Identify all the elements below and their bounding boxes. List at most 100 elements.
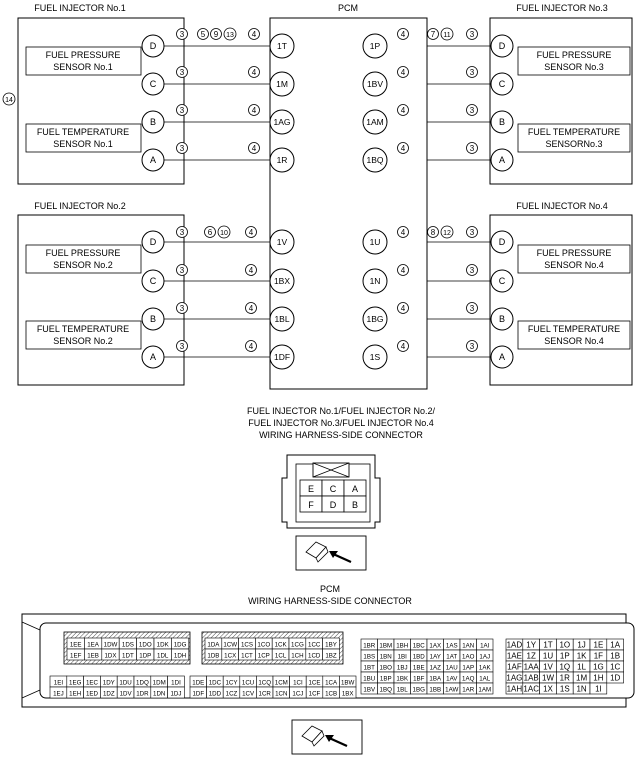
- pcm-pin-label: 1AG: [506, 674, 522, 683]
- injector-1-title: FUEL INJECTOR No.1: [34, 3, 126, 13]
- pcm-connector-lip: [21, 689, 41, 699]
- pcm-pin-1bl: 1BL: [274, 314, 289, 324]
- pcm-pin-label: 1AC: [523, 685, 539, 694]
- pcm-pin-label: 1AH: [507, 685, 523, 694]
- inj-1-pin-a: A: [150, 155, 156, 165]
- pcm-pin-label: 1K: [577, 652, 587, 661]
- mark-circle: [427, 226, 439, 238]
- pcm-pin-label: 1T: [543, 641, 552, 650]
- pressure-sensor-3-line2: SENSOR No.3: [544, 62, 604, 72]
- pcm-pin-1t: 1T: [277, 41, 287, 51]
- pcm-pin-1df-circle: [269, 344, 295, 370]
- inj-4-pin-b-circle: [490, 307, 514, 331]
- pcm-pin-label: 1F: [594, 652, 603, 661]
- inj-1-pin-d: D: [150, 41, 157, 51]
- pcm-pin-label: 1CE: [308, 680, 320, 687]
- pcm-pin-1ag-circle: [269, 109, 295, 135]
- pcm-pin-label: 1O: [559, 641, 570, 650]
- injector-4: FUEL INJECTOR No.4 FUEL PRESSURE SENSOR …: [362, 201, 633, 386]
- wire-num-circle: [397, 104, 409, 116]
- mark-circle: [210, 28, 222, 40]
- pressure-sensor-2-line1: FUEL PRESSURE: [46, 248, 121, 258]
- pcm-pin-label: 1CD: [308, 653, 321, 660]
- wire-num-pcm: 4: [252, 68, 257, 77]
- pcm-pin-label: 1CS: [241, 642, 253, 649]
- inj-conn-pin-c: C: [330, 484, 337, 494]
- mark-5: 5: [201, 30, 206, 39]
- inj-2-pin-d: D: [150, 237, 157, 247]
- pcm-pin-label: 1EG: [69, 680, 82, 687]
- pcm-pin-label: 1P: [560, 652, 570, 661]
- wire-num-inj: 3: [180, 228, 185, 237]
- wire-num-circle: [397, 340, 409, 352]
- pcm-pin-label: 1BS: [363, 654, 375, 661]
- pcm-pin-label: 1DK: [157, 642, 170, 649]
- inj-conn-pin-e: E: [308, 484, 314, 494]
- wire-num-inj: 3: [180, 68, 185, 77]
- pcm-pin-label: 1DR: [136, 691, 149, 698]
- inj-3-pin-c: C: [499, 79, 506, 89]
- wire-num-circle: [245, 302, 257, 314]
- pressure-sensor-1-line2: SENSOR No.1: [53, 62, 113, 72]
- wire-num-circle: [397, 66, 409, 78]
- pcm-pin-label: 1DW: [104, 642, 118, 649]
- wire-num-circle: [176, 66, 188, 78]
- wire-num-circle: [176, 142, 188, 154]
- pcm-pin-label: 1BK: [396, 676, 409, 683]
- pcm-pin-label: 1AT: [446, 654, 457, 661]
- pcm-pin-label: 1AI: [480, 643, 490, 650]
- pcm-pin-label: 1EA: [87, 642, 100, 649]
- pcm-pin-label: 1L: [577, 663, 586, 672]
- inj-2-pin-c: C: [150, 276, 157, 286]
- pcm-pin-label: 1BW: [341, 680, 355, 687]
- inj-conn-title-2: FUEL INJECTOR No.3/FUEL INJECTOR No.4: [248, 418, 434, 428]
- inj-connector-latch-x2: [312, 462, 350, 478]
- pressure-sensor-2-line2: SENSOR No.2: [53, 260, 113, 270]
- pcm-pin-label: 1N: [576, 685, 586, 694]
- injector-1: FUEL INJECTOR No.1 FUEL PRESSURE SENSOR …: [17, 3, 295, 185]
- pcm-pin-label: 1E: [594, 641, 604, 650]
- pcm-pin-label: 1A: [610, 641, 620, 650]
- pcm-pin-cell: [171, 648, 190, 661]
- pcm-pin-label: 1AV: [446, 676, 458, 683]
- pcm-pin-label: 1CQ: [258, 680, 271, 687]
- inj-conn-title-3: WIRING HARNESS-SIDE CONNECTOR: [259, 430, 423, 440]
- wire-num-pcm: 4: [401, 106, 406, 115]
- inj-1-pin-d-circle: [141, 34, 165, 58]
- injector-2: FUEL INJECTOR No.2 FUEL PRESSURE SENSOR …: [17, 201, 295, 386]
- pcm-pin-label: 1AK: [479, 665, 492, 672]
- mark-6: 6: [208, 228, 213, 237]
- pcm-pin-label: 1BL: [397, 687, 409, 694]
- wire-num-inj: 3: [470, 30, 475, 39]
- pcm-pin-1bg: 1BG: [366, 314, 383, 324]
- pcm-pin-label: 1AF: [507, 663, 522, 672]
- wire-num-circle: [466, 66, 478, 78]
- pcm-pin-label: 1DJ: [170, 691, 181, 698]
- pcm-pin-label: 1M: [576, 674, 587, 683]
- pcm-pin-label: 1CH: [291, 653, 303, 660]
- inj-4-pin-b: B: [499, 314, 505, 324]
- pcm-pin-label: 1CP: [258, 653, 270, 660]
- wire-num-circle: [176, 226, 188, 238]
- wire-num-pcm: 4: [401, 304, 406, 313]
- pcm-pin-label: 1CY: [225, 680, 237, 687]
- wire-num-circle: [176, 28, 188, 40]
- pcm-pin-1u: 1U: [370, 237, 381, 247]
- pcm-pin-label: 1CG: [291, 642, 304, 649]
- pcm-pin-label: 1W: [542, 674, 554, 683]
- wire-num-pcm: 4: [401, 144, 406, 153]
- pcm-pin-label: 1BB: [429, 687, 441, 694]
- inj-4-pin-d-circle: [490, 230, 514, 254]
- wire-num-pcm: 4: [252, 144, 257, 153]
- pcm-pin-1bg-circle: [362, 306, 388, 332]
- wire-num-pcm: 4: [249, 228, 254, 237]
- wire-num-pcm: 4: [249, 266, 254, 275]
- temperature-sensor-2-box: [25, 320, 142, 350]
- inj-conn-pin-d: D: [330, 500, 337, 510]
- temperature-sensor-4-line1: FUEL TEMPERATURE: [528, 324, 620, 334]
- wire-num-inj: 3: [470, 304, 475, 313]
- pcm-pin-label: 1CF: [309, 691, 321, 698]
- pcm-pin-1ag: 1AG: [273, 117, 290, 127]
- pcm-pin-1am-circle: [362, 109, 388, 135]
- wire-num-inj: 3: [180, 144, 185, 153]
